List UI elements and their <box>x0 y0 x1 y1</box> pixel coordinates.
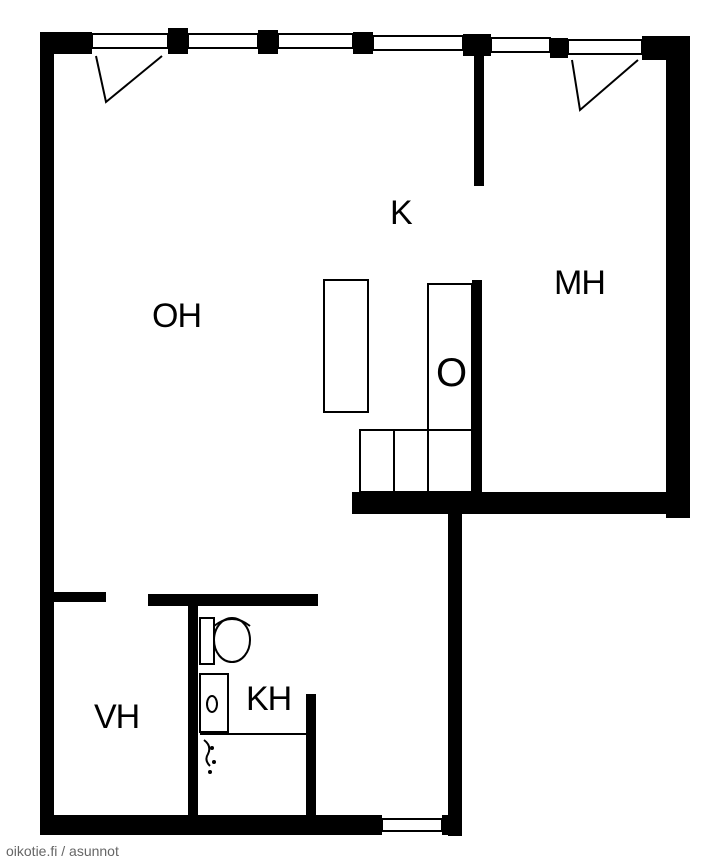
interior-walls <box>52 52 484 818</box>
wall-top-segment <box>550 38 568 58</box>
wall-top-segment <box>168 28 188 54</box>
toilet-tank <box>199 617 215 665</box>
window-hinge-left <box>95 55 163 104</box>
windows <box>91 33 643 832</box>
wall-right <box>666 36 690 518</box>
toilet-icon <box>213 617 251 663</box>
wall-bottom-left <box>40 815 382 835</box>
wall-top-segment <box>258 30 278 54</box>
room-label-kitchen: K <box>390 194 413 232</box>
wall-top-segment <box>353 32 373 54</box>
wall-wardrobe-bathroom <box>188 600 198 818</box>
bathroom-fixtures <box>199 617 306 767</box>
shower-dot <box>212 760 216 764</box>
window <box>277 33 354 49</box>
shower-tap-icon <box>203 739 211 767</box>
oven-label: O <box>436 351 467 395</box>
room-label-wardrobe: VH <box>94 698 139 736</box>
window-hinges <box>95 55 639 112</box>
kitchen-cabinets <box>359 429 473 493</box>
wall-bathroom-right <box>306 694 316 818</box>
wall-lower-right <box>448 510 462 836</box>
window <box>490 37 551 53</box>
sink-basin <box>206 695 218 713</box>
window-bottom <box>381 818 443 832</box>
room-label-bedroom: MH <box>554 264 605 302</box>
toilet-seat <box>213 618 251 627</box>
window <box>372 35 464 51</box>
wall-top-segment <box>463 34 491 56</box>
shower-dot <box>210 746 214 750</box>
wall-bedroom-lower <box>472 280 482 496</box>
shower-dots <box>208 746 216 774</box>
kitchen-fixtures <box>323 279 473 493</box>
window <box>187 33 259 49</box>
room-label-bathroom: KH <box>246 680 291 718</box>
wall-bathroom-top <box>148 594 318 606</box>
watermark: oikotie.fi / asunnot <box>6 843 119 859</box>
window <box>91 33 169 49</box>
wall-wardrobe-top <box>52 592 106 602</box>
sink-icon <box>199 673 229 733</box>
wall-bedroom-bottom <box>352 492 688 514</box>
wall-bottom-right <box>442 815 462 835</box>
wall-top-segment <box>40 32 92 54</box>
room-label-living: OH <box>152 297 201 335</box>
window <box>567 39 643 55</box>
shower-dot <box>208 770 212 774</box>
wall-bedroom-upper <box>474 52 484 186</box>
wall-left <box>40 32 54 832</box>
window-hinge-right <box>571 59 639 112</box>
kitchen-island <box>323 279 369 413</box>
outer-walls <box>40 28 690 836</box>
